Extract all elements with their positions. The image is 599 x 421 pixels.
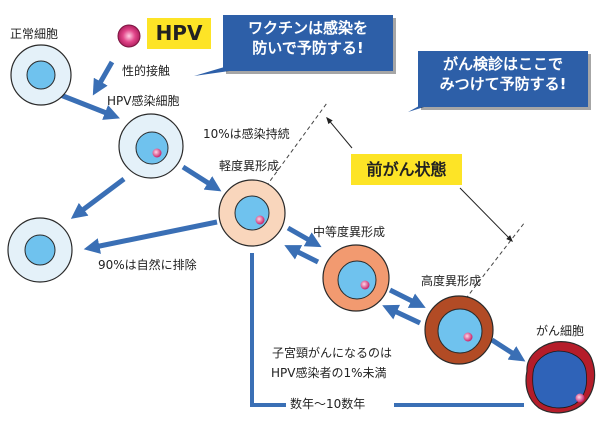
arrow-hpv-to-normal	[92, 60, 115, 96]
precancer-lower-dashed	[456, 221, 526, 311]
virus-dot-icon	[360, 280, 370, 290]
virus-dot-icon	[575, 393, 585, 403]
severe-dysplasia-cell	[424, 295, 494, 365]
hpv-virus-icon	[117, 24, 141, 48]
cancer-rate-line2: HPV感染者の1%未満	[271, 366, 387, 380]
precancer-arrow-lower	[459, 187, 513, 242]
arrow-severe-to-cancer	[490, 337, 526, 362]
normal-cell	[10, 44, 72, 106]
virus-dot-icon	[463, 332, 473, 342]
vaccine-callout-line2: 防いで予防する!	[252, 39, 364, 58]
cleared-cell	[7, 217, 73, 283]
arrow-infected-to-cleared	[70, 177, 126, 219]
virus-dot-icon	[152, 148, 162, 158]
mild-dysplasia-cell	[218, 179, 286, 247]
arrow-mild-to-cleared	[83, 219, 218, 254]
timeline-label: 数年〜10数年	[290, 397, 366, 411]
precancer-label: 前がん状態	[351, 154, 462, 185]
screening-callout-line1: がん検診はここで	[442, 55, 563, 73]
screening-callout-line2: みつけて予防する!	[439, 75, 567, 94]
cancer-rate-line1: 子宮頸がんになるのは	[272, 346, 393, 360]
precancer-arrow-upper	[326, 116, 353, 149]
cancer-cell	[525, 341, 596, 414]
arrow-infected-to-mild	[181, 164, 222, 192]
screening-callout: がん検診はここで みつけて予防する!	[418, 51, 588, 107]
persistent-10-label: 10%は感染持続	[203, 127, 290, 141]
vaccine-callout-line1: ワクチンは感染を	[247, 19, 368, 37]
arrow-mild-to-moderate	[286, 225, 322, 248]
arrow-moderate-to-severe	[388, 287, 426, 308]
moderate-dysplasia-cell	[322, 244, 390, 312]
cleared-90-label: 90%は自然に排除	[98, 258, 197, 272]
virus-dot-icon	[255, 215, 265, 225]
vaccine-callout: ワクチンは感染を 防いで予防する!	[223, 15, 393, 71]
timeline-left-bracket	[250, 253, 286, 407]
normal-cell-label: 正常細胞	[10, 27, 59, 41]
sexual-contact-label: 性的接触	[122, 64, 171, 78]
precancer-upper-dashed	[261, 102, 328, 193]
arrow-normal-to-infected	[57, 91, 120, 120]
hpv-infected-cell-label: HPV感染細胞	[107, 94, 180, 108]
arrow-moderate-to-mild	[284, 245, 320, 265]
mild-dysplasia-label: 軽度異形成	[219, 159, 280, 173]
cancer-cell-label: がん細胞	[536, 324, 585, 338]
severe-dysplasia-label: 高度異形成	[421, 274, 482, 288]
hpv-label: HPV	[147, 18, 211, 49]
arrow-severe-to-moderate	[382, 304, 422, 326]
hpv-infected-cell	[118, 113, 184, 179]
moderate-dysplasia-label: 中等度異形成	[313, 225, 386, 239]
